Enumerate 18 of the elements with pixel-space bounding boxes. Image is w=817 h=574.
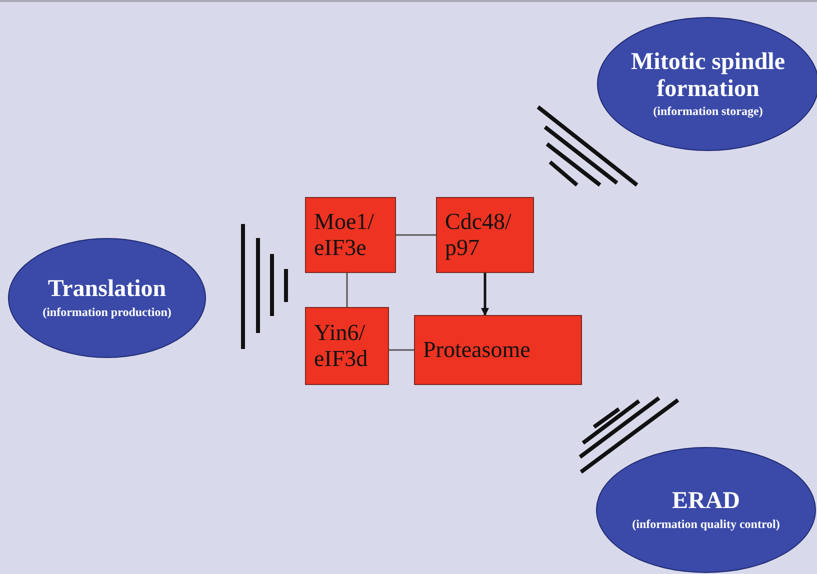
protein-label: Proteasome — [423, 336, 530, 364]
ellipse-subtitle: (information quality control) — [632, 516, 780, 532]
protein-label: Yin6/ eIF3d — [314, 320, 369, 372]
connector-line — [346, 273, 348, 307]
protein-box — [436, 197, 534, 273]
protein-label: Moe1/ eIF3e — [314, 208, 376, 262]
ellipse-title: Mitotic spindle formation — [630, 49, 786, 102]
connector-line — [396, 234, 436, 236]
ellipse-title: Translation — [48, 276, 166, 303]
protein-box — [414, 315, 582, 385]
ellipse-subtitle: (information storage) — [653, 104, 763, 119]
arrow — [481, 273, 489, 316]
ellipse-title: ERAD — [672, 488, 740, 515]
protein-label: Cdc48/ p97 — [445, 208, 512, 262]
ellipse-subtitle: (information production) — [42, 304, 172, 320]
connector-line — [389, 349, 414, 351]
protein-box — [305, 197, 396, 273]
protein-box — [305, 307, 389, 385]
